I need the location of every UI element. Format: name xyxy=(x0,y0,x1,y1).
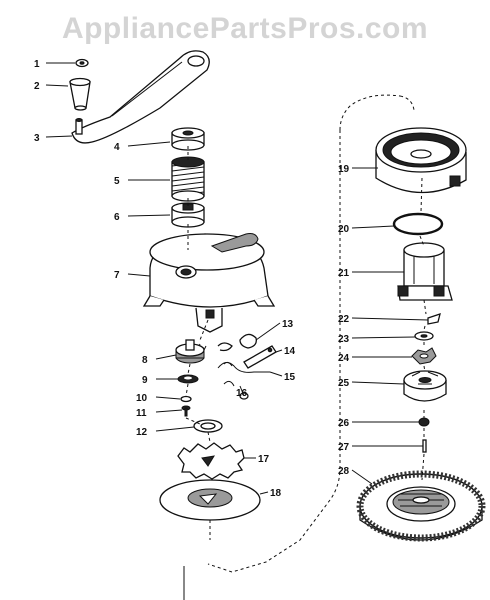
part-14-lever xyxy=(243,345,277,369)
part-11-screw xyxy=(181,405,191,417)
callout-8: 8 xyxy=(142,355,148,366)
callout-27: 27 xyxy=(338,442,350,453)
callout-4: 4 xyxy=(114,142,120,153)
part-25-impeller xyxy=(403,370,447,402)
part-8-gear xyxy=(175,339,207,364)
part-24-gear xyxy=(411,347,437,365)
callout-1: 1 xyxy=(34,59,40,70)
callout-19: 19 xyxy=(338,164,350,175)
callout-14: 14 xyxy=(284,346,296,357)
part-15-spring-clip xyxy=(217,361,270,373)
part-7-housing xyxy=(142,233,276,333)
callout-leaders xyxy=(45,62,429,495)
part-9-washer xyxy=(177,374,199,384)
part-13-clip xyxy=(217,333,257,352)
part-1-washer xyxy=(75,58,89,68)
callout-26: 26 xyxy=(338,418,350,429)
callout-25: 25 xyxy=(338,378,350,389)
part-19-ring-housing xyxy=(375,127,467,194)
callout-28: 28 xyxy=(338,466,350,477)
part-3-handle-arm xyxy=(71,50,210,144)
part-27-pin xyxy=(422,439,427,453)
callout-20: 20 xyxy=(338,224,350,235)
callout-11: 11 xyxy=(136,408,147,419)
part-5-spring xyxy=(171,156,205,202)
watermark-logo: AppliancePartsPros.com xyxy=(61,12,429,45)
part-26-screw xyxy=(418,417,430,427)
callout-3: 3 xyxy=(34,133,40,144)
callout-17: 17 xyxy=(258,454,270,465)
callout-5: 5 xyxy=(114,176,120,187)
part-28-grater-disc xyxy=(356,470,486,542)
part-17-star-wheel xyxy=(177,442,245,480)
part-21-motor-body xyxy=(397,242,453,301)
callout-9: 9 xyxy=(142,375,148,386)
part-2-knob xyxy=(69,77,91,111)
callout-7: 7 xyxy=(114,270,120,281)
part-20-o-ring xyxy=(392,212,444,236)
part-23-washer xyxy=(414,331,434,341)
callout-22: 22 xyxy=(338,314,350,325)
part-10-washer xyxy=(180,395,192,403)
part-6-collar xyxy=(171,202,205,228)
callout-24: 24 xyxy=(338,353,350,364)
callout-6: 6 xyxy=(114,212,120,223)
callout-23: 23 xyxy=(338,334,350,345)
callout-2: 2 xyxy=(34,81,40,92)
callout-15: 15 xyxy=(284,372,296,383)
callout-16: 16 xyxy=(236,388,248,399)
part-18-base-disc xyxy=(159,479,261,521)
callout-21: 21 xyxy=(338,268,350,279)
callout-12: 12 xyxy=(136,427,148,438)
part-12-ring xyxy=(193,419,223,433)
part-22-key xyxy=(427,313,441,325)
callout-10: 10 xyxy=(136,393,148,404)
callout-18: 18 xyxy=(270,488,282,499)
part-4-bearing xyxy=(171,127,205,151)
callout-13: 13 xyxy=(282,319,294,330)
